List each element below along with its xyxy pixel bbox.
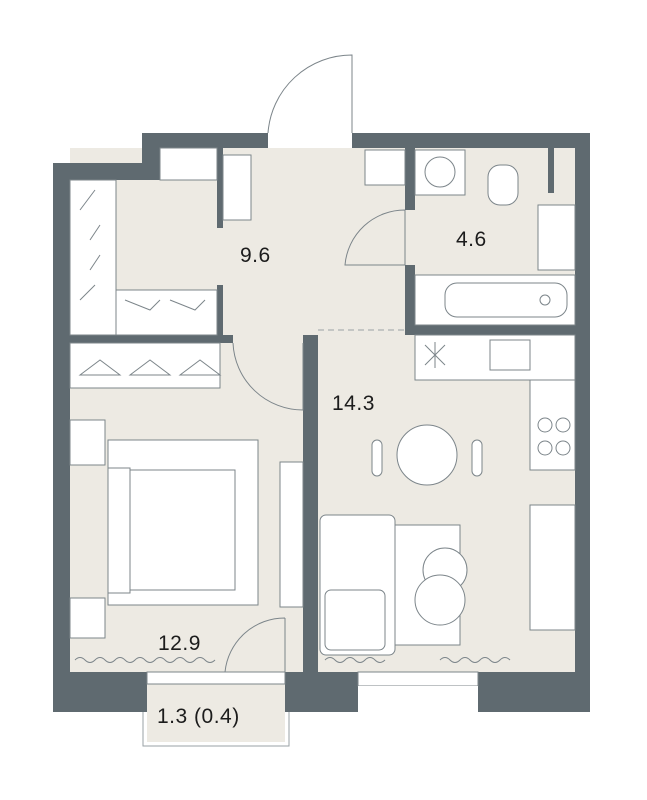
doors <box>224 54 406 673</box>
interior-walls <box>70 148 575 660</box>
closets <box>69 147 252 389</box>
room-area-balcony: 1.3 (0.4) <box>157 705 240 728</box>
bathroom-fixtures <box>364 149 576 326</box>
sofa <box>319 514 468 656</box>
room-area-kitchen-living: 14.3 <box>332 392 375 415</box>
room-area-bathroom: 4.6 <box>456 228 487 251</box>
room-area-hallway: 9.6 <box>240 244 271 267</box>
outer-walls <box>53 133 590 712</box>
room-area-bedroom: 12.9 <box>158 632 201 655</box>
bedroom-furniture <box>69 419 511 663</box>
dining-table <box>371 424 483 486</box>
windows <box>146 671 479 712</box>
balcony-floor <box>147 684 285 742</box>
kitchen <box>414 334 576 631</box>
